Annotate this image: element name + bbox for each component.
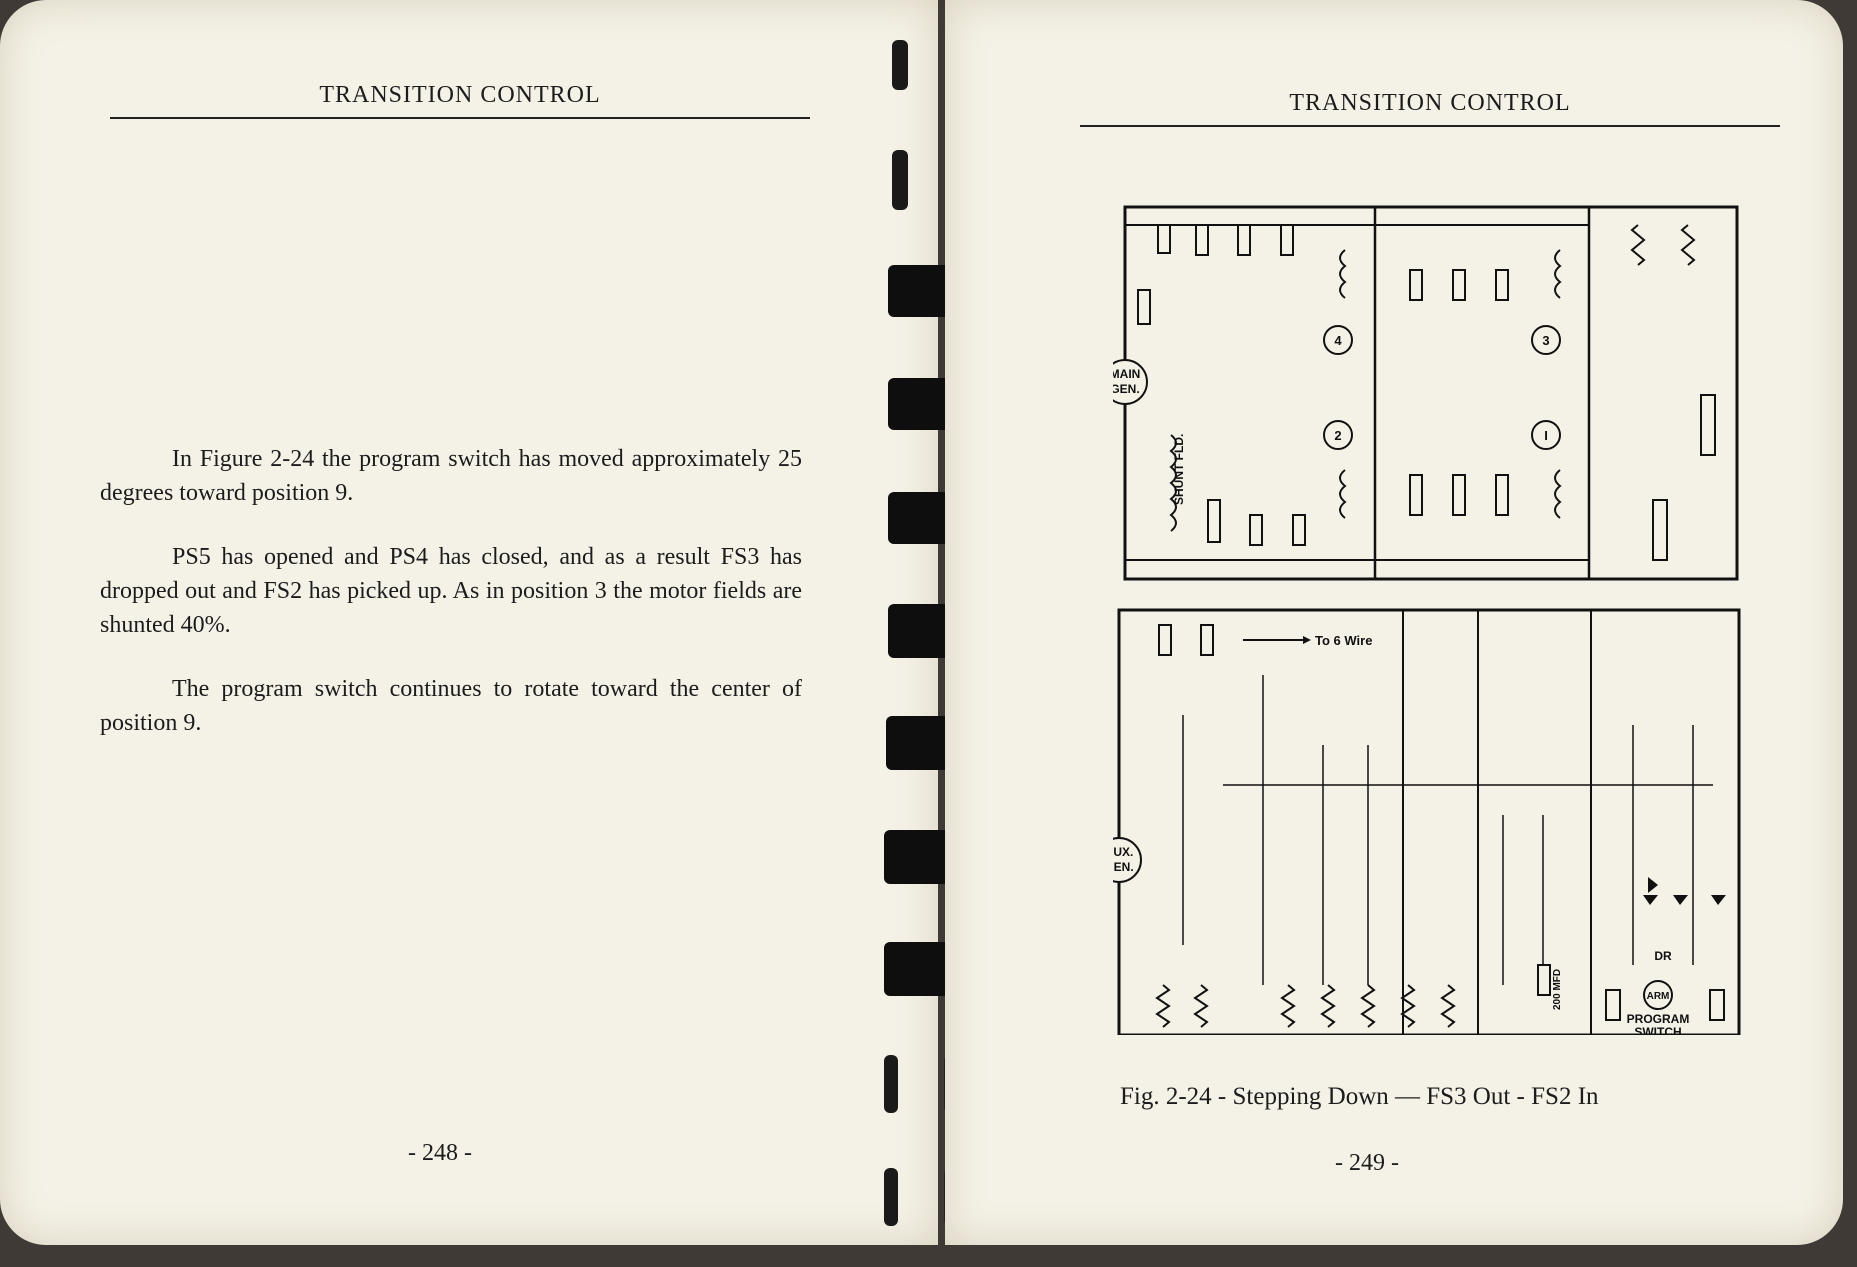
left-page-header: TRANSITION CONTROL (319, 82, 601, 108)
right-page-number: - 249 - (1335, 1150, 1399, 1176)
figure-caption: Fig. 2-24 - Stepping Down — FS3 Out - FS… (1120, 1083, 1599, 1110)
paragraph-2: PS5 has opened and PS4 has closed, and a… (100, 544, 802, 638)
binding-ring (884, 1168, 898, 1226)
to-6-wire-label: To 6 Wire (1315, 633, 1372, 648)
upper-resistor-boxes (1137, 224, 1716, 561)
right-header-rule (1080, 125, 1780, 127)
upper-schematic: MAIN GEN. SHUNT FLD. (1102, 205, 1739, 581)
left-page-number: - 248 - (408, 1140, 472, 1166)
shunt-fld-label: SHUNT FLD. (1172, 434, 1186, 505)
paragraph-1: In Figure 2-24 the program switch has mo… (100, 446, 802, 506)
lower-schematic: AUX. GEN. To 6 Wire (1096, 608, 1741, 1039)
dr-label: DR (1654, 949, 1672, 963)
motor-armatures (1323, 325, 1561, 450)
bottom-resistors (1155, 984, 1456, 1028)
paragraph-3: The program switch continues to rotate t… (100, 676, 802, 736)
left-page: TRANSITION CONTROL In Figure 2-24 the pr… (0, 0, 938, 1245)
binding-ring (892, 150, 908, 210)
motor-1-label: I (1544, 428, 1548, 443)
shunt-field-coil (1169, 434, 1177, 532)
motor-2-label: 2 (1334, 428, 1341, 443)
motor-4-label: 4 (1334, 333, 1342, 348)
motor-3-label: 3 (1542, 333, 1549, 348)
program-switch-label-1: PROGRAM (1627, 1012, 1690, 1026)
right-page-header: TRANSITION CONTROL (1289, 90, 1571, 116)
diodes (1643, 877, 1726, 905)
binding-ring (892, 40, 908, 90)
left-body-text: In Figure 2-24 the program switch has mo… (100, 442, 802, 740)
binding-ring (884, 1055, 898, 1113)
main-gen-label-1: MAIN (1113, 367, 1140, 381)
program-switch-label-2: SWITCH (1634, 1025, 1681, 1035)
mfd-label: 200 MFD (1552, 969, 1563, 1010)
aux-gen-label-1: AUX. (1113, 845, 1133, 859)
left-header-rule (110, 117, 810, 119)
wiring-diagram: MAIN GEN. SHUNT FLD. (1096, 205, 1753, 1039)
aux-gen-label-2: GEN. (1113, 860, 1134, 874)
arm-label: ARM (1647, 991, 1670, 1002)
main-gen-label-2: GEN. (1113, 382, 1140, 396)
